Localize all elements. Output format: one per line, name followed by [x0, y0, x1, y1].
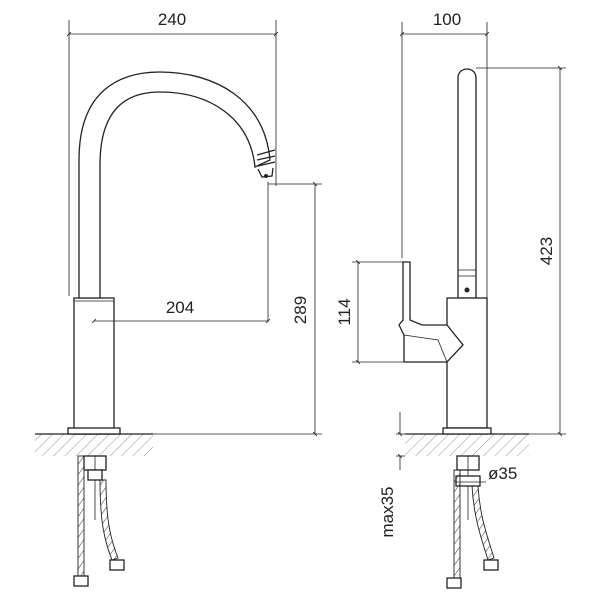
- dim-label-100: 100: [433, 10, 461, 29]
- front-hose-left: [77, 455, 85, 577]
- side-view: 100 423 114 max35 ø35: [335, 10, 566, 589]
- dim-label-423: 423: [537, 237, 556, 265]
- side-countertop: [405, 434, 529, 456]
- front-spout: [78, 71, 271, 299]
- side-hose-left: [453, 469, 461, 581]
- dim-label-max35: max35: [378, 486, 397, 537]
- side-hose-right: [471, 485, 495, 561]
- dim-label-240: 240: [158, 10, 186, 29]
- dim-label-204: 204: [166, 298, 194, 317]
- front-countertop: [35, 434, 153, 456]
- dim-label-diameter-35: ø35: [488, 464, 517, 483]
- front-faucet-body: [73, 297, 115, 435]
- side-faucet-body: [446, 297, 488, 429]
- side-spout: [457, 68, 477, 299]
- dim-label-114: 114: [335, 298, 354, 325]
- front-hose-right: [99, 479, 119, 561]
- dim-label-289: 289: [291, 296, 310, 324]
- front-view: 240 204 289: [35, 10, 322, 587]
